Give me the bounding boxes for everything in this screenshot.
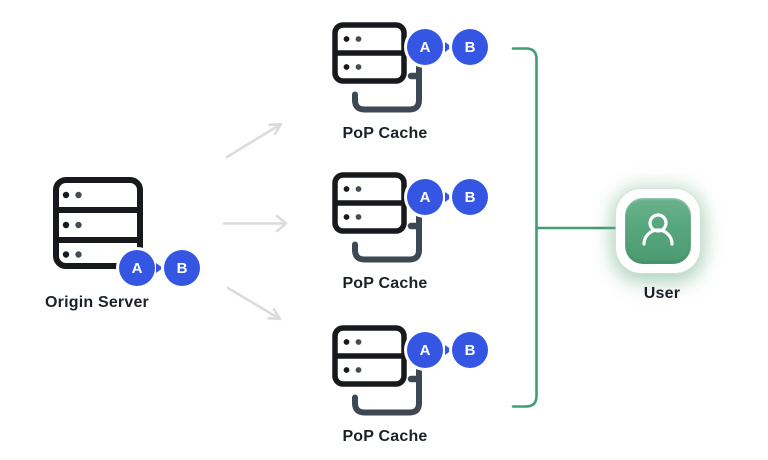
fanout-arrow-top [225, 122, 283, 159]
pop-cache-icon [332, 172, 422, 263]
badge-arrow-icon [444, 345, 452, 355]
badge-b: B [164, 250, 200, 286]
badge-a: A [407, 179, 443, 215]
badge-b: B [452, 179, 488, 215]
collector-bracket [511, 47, 538, 408]
pop-cache-label: PoP Cache [342, 275, 428, 292]
user-icon [625, 198, 691, 264]
user-label: User [643, 285, 681, 302]
badge-a: A [407, 332, 443, 368]
origin-server-icon [53, 177, 143, 269]
badge-a: A [407, 29, 443, 65]
badge-a: A [119, 250, 155, 286]
badge-arrow-icon [444, 42, 452, 52]
pop-cache-label: PoP Cache [342, 428, 428, 445]
badge-b: B [452, 332, 488, 368]
origin-server-label: Origin Server [45, 294, 149, 311]
fanout-arrow-middle [222, 214, 288, 233]
fanout-arrow-bottom [226, 286, 282, 321]
pop-cache-icon [332, 325, 422, 416]
person-icon [642, 213, 674, 246]
badge-arrow-icon [156, 263, 163, 273]
delivery-arrow [535, 219, 628, 237]
badge-b: B [452, 29, 488, 65]
pop-cache-icon [332, 22, 422, 113]
pop-cache-label: PoP Cache [342, 125, 428, 142]
badge-arrow-icon [444, 192, 452, 202]
